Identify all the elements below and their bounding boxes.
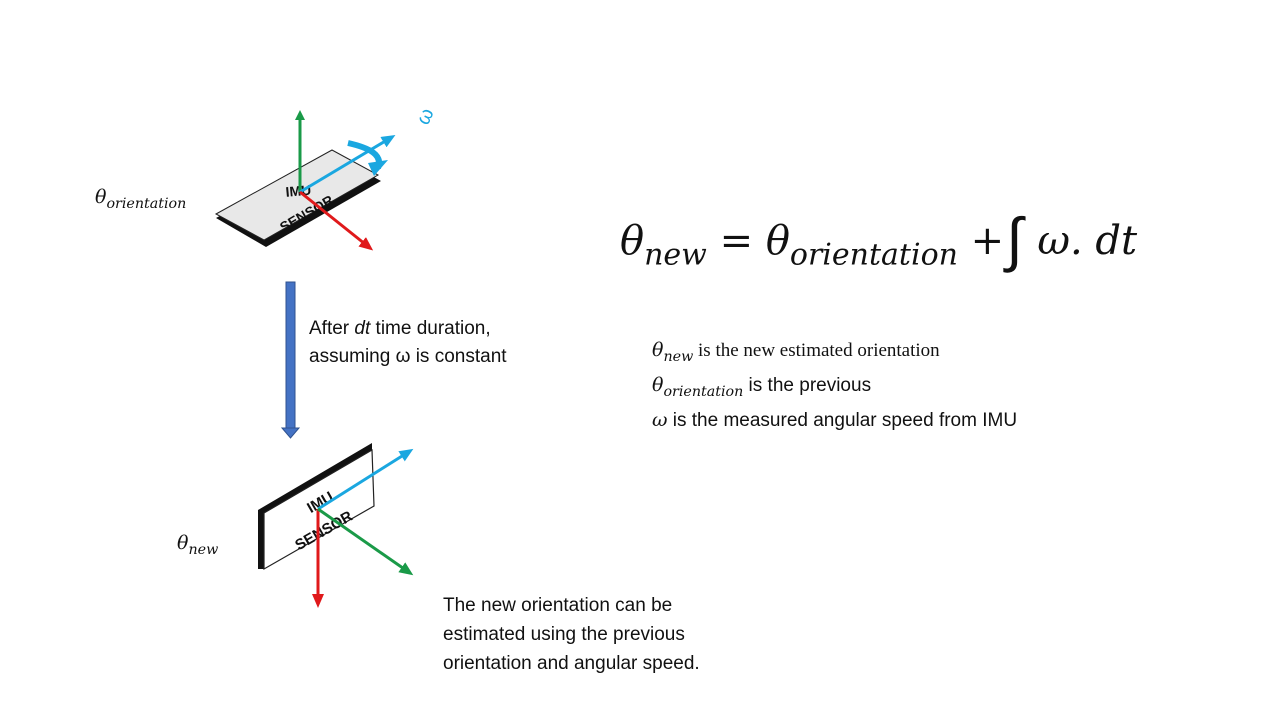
legend-line-theta-new: θnew is the new estimated orientation — [652, 339, 940, 365]
legend-line-omega: ω is the measured angular speed from IMU — [652, 408, 1018, 431]
omega-label: ω — [412, 105, 439, 128]
equation-legend: θnew is the new estimated orientation θo… — [652, 336, 1017, 435]
theta-orientation-label: θorientation — [95, 186, 187, 212]
bottom-imu-sensor: IMU SENSOR — [258, 443, 375, 571]
conclusion-note: The new orientation can be estimated usi… — [443, 595, 700, 674]
rotation-arrowhead — [368, 160, 388, 176]
top-red-axis — [299, 190, 374, 251]
top-imu-sensor: IMU SENSOR — [214, 149, 381, 247]
bottom-green-axis — [317, 507, 414, 576]
bottom-blue-axis — [317, 448, 414, 511]
flow-arrow — [280, 281, 301, 439]
legend-line-theta-orientation: θorientation is the previous — [652, 373, 872, 400]
theta-new-label: θnew — [177, 532, 219, 558]
step-description: After dt time duration, assuming ω is co… — [309, 318, 507, 367]
top-blue-axis — [299, 134, 396, 194]
top-green-arrowhead — [295, 110, 305, 120]
main-equation: θnew = θorientation +∫ ω. dt — [620, 205, 1138, 275]
